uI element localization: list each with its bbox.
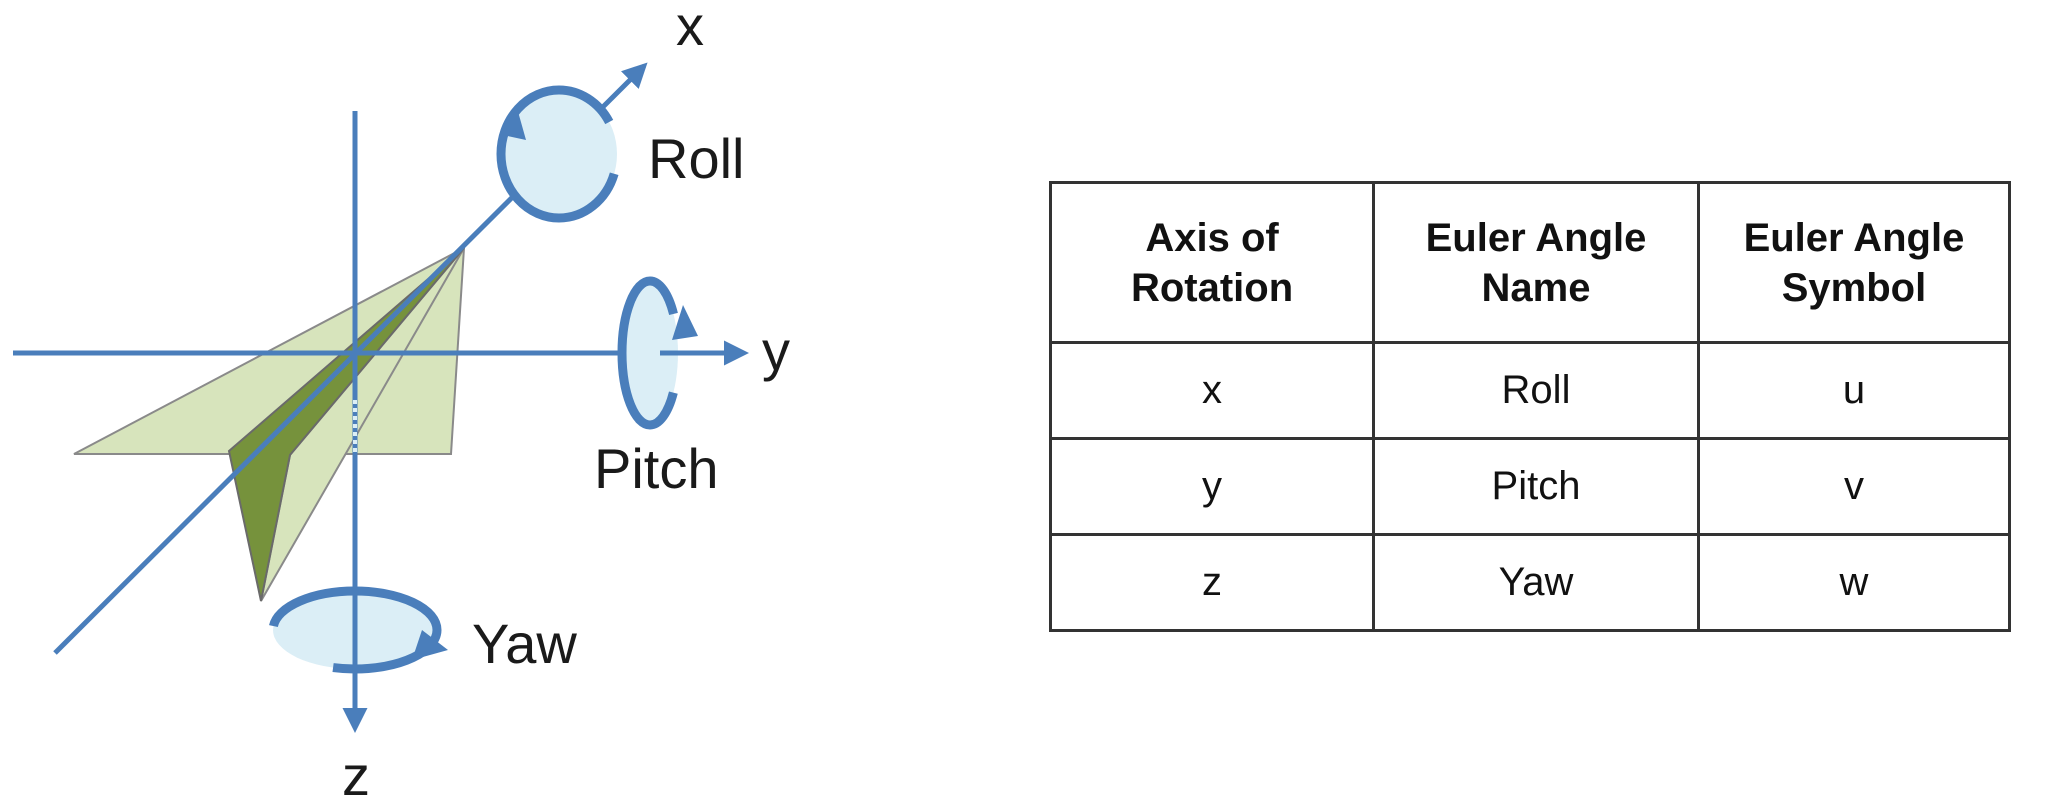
header-line: Name [1481,265,1591,310]
header-line: Symbol [1781,265,1927,310]
name-cell: Yaw [1372,533,1700,632]
name-cell: Pitch [1372,437,1700,536]
table-row: z Yaw w [1048,533,2012,632]
pitch-rotation-icon [617,276,744,430]
axis-cell: x [1048,341,1376,440]
axis-cell: z [1048,533,1376,632]
roll-label: Roll [648,127,744,190]
table-row: x Roll u [1048,341,2012,440]
header-line: Euler Angle [1425,215,1647,260]
name-cell: Roll [1372,341,1700,440]
axis-cell: y [1048,437,1376,536]
x-axis-label: x [676,0,704,57]
header-axis-of-rotation: Axis of Rotation [1048,181,1376,344]
roll-rotation-icon [496,85,622,223]
header-line: Euler Angle [1743,215,1965,260]
symbol-cell: u [1696,341,2012,440]
symbol-cell: v [1696,437,2012,536]
header-line: Rotation [1130,265,1294,310]
yaw-label: Yaw [472,612,577,675]
symbol-cell: w [1696,533,2012,632]
rotation-axes-diagram: x Roll y Pitch Yaw z [13,0,790,803]
yaw-rotation-icon [268,580,448,728]
z-axis-label: z [342,744,370,803]
pitch-label: Pitch [594,437,719,500]
y-axis-label: y [762,319,790,382]
table-row: y Pitch v [1048,437,2012,536]
header-line: Axis of [1145,215,1279,260]
